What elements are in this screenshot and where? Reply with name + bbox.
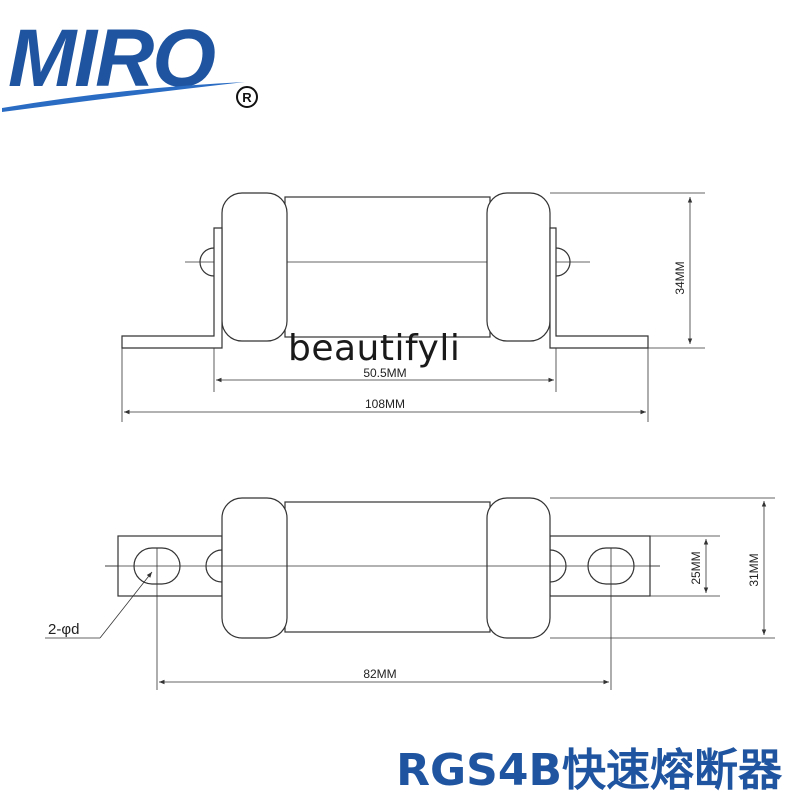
top-view-right-cap [486, 497, 551, 639]
hole-label: 2-φd [48, 621, 79, 638]
side-view-left-cap [221, 192, 288, 342]
registered-mark: R [242, 90, 252, 105]
logo-text: MIRO [8, 13, 215, 104]
dim-25-label: 25MM [689, 551, 703, 584]
side-view-right-bracket [549, 227, 649, 349]
side-view-left-bracket [121, 227, 223, 349]
side-view-body [284, 196, 491, 338]
product-title: RGS4B快速熔断器 [396, 745, 782, 796]
brand-logo: MIRO R [2, 13, 258, 112]
dim-108-label: 108MM [365, 397, 405, 411]
watermark-text: beautifyli [288, 328, 461, 369]
dim-34-label: 34MM [673, 261, 687, 294]
dim-50-5-label: 50.5MM [363, 366, 406, 380]
fuse-top-view [45, 497, 775, 690]
top-view-body [284, 501, 491, 633]
registered-mark-circle [236, 86, 258, 108]
fuse-side-view [121, 192, 705, 422]
dim-31-label: 31MM [747, 553, 761, 586]
hole-leader-line [99, 571, 153, 639]
dim-82-label: 82MM [363, 667, 396, 681]
top-view-left-cap [221, 497, 288, 639]
side-view-right-cap [486, 192, 551, 342]
